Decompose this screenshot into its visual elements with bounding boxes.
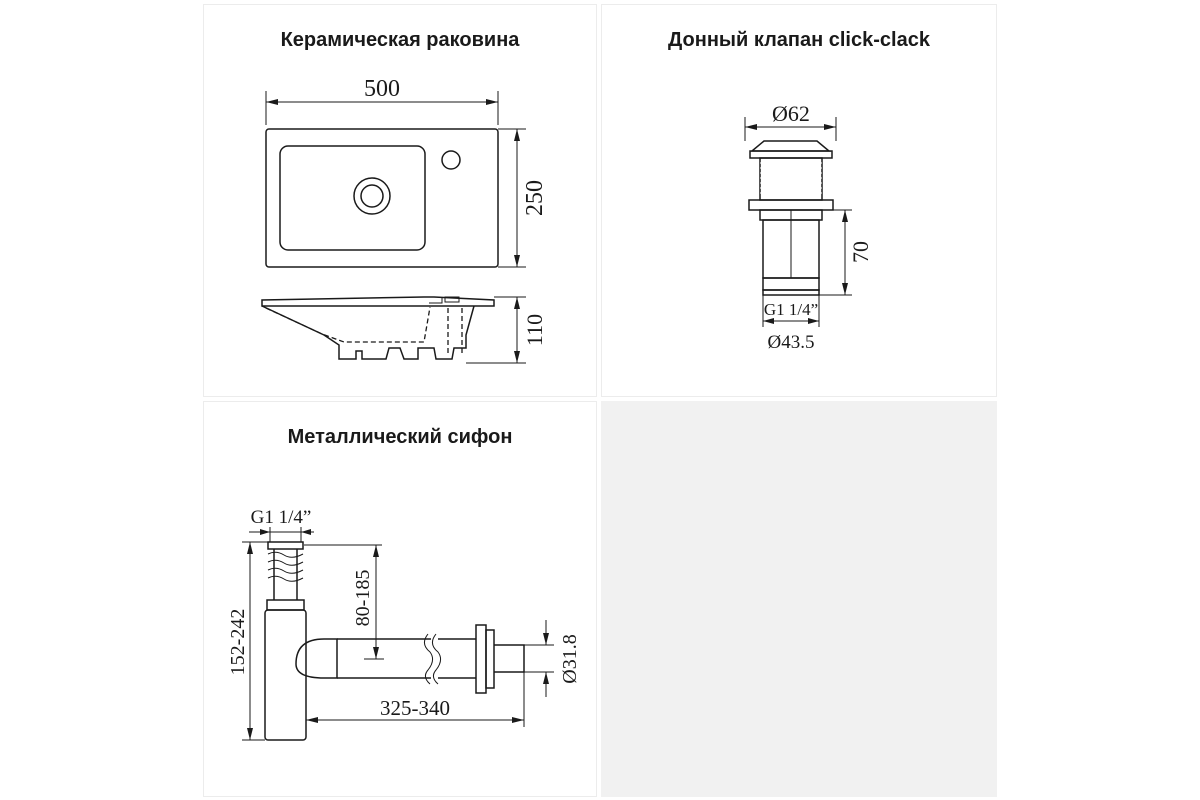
sink-height-dimension: 110 [466, 296, 547, 364]
sink-side-view [261, 296, 495, 360]
sink-width-label: 500 [364, 76, 400, 102]
valve-panel: Донный клапан click-clack Ø62 [601, 4, 997, 397]
sink-depth-dimension: 250 [498, 128, 548, 268]
sink-depth-label: 250 [522, 180, 548, 216]
valve-thread-dimension: G1 1/4” [762, 295, 820, 327]
sink-width-dimension: 500 [265, 76, 499, 125]
sink-panel-title: Керамическая раковина [280, 29, 520, 51]
empty-panel [601, 401, 997, 797]
valve-body [748, 140, 834, 296]
siphon-thread-dimension: G1 1/4” [249, 507, 314, 542]
siphon-outlet-diameter-label: Ø31.8 [559, 634, 581, 683]
siphon-thread-label: G1 1/4” [251, 507, 312, 528]
siphon-drawing: G1 1/4” [227, 507, 581, 741]
sink-top-view [265, 128, 499, 268]
siphon-total-height-dimension: 152-242 [227, 541, 268, 741]
sink-panel: Керамическая раковина 500 [203, 4, 597, 397]
siphon-outlet-diameter-dimension: Ø31.8 [524, 620, 581, 697]
valve-top-diameter-label: Ø62 [772, 101, 810, 126]
siphon-body [264, 541, 525, 741]
siphon-total-height-label: 152-242 [227, 609, 249, 676]
valve-panel-title: Донный клапан click-clack [668, 29, 930, 51]
siphon-length-dimension: 325-340 [305, 672, 525, 727]
siphon-panel: Металлический сифон G1 1/4” [203, 401, 597, 797]
valve-drawing: Ø62 [744, 101, 873, 353]
siphon-panel-title: Металлический сифон [287, 426, 513, 448]
valve-thread-label: G1 1/4” [764, 300, 818, 319]
valve-height-label: 70 [848, 241, 873, 263]
valve-top-diameter-dimension: Ø62 [744, 101, 837, 141]
siphon-inlet-height-label: 80-185 [352, 570, 374, 627]
sink-drawing: 500 250 [261, 76, 548, 364]
siphon-length-label: 325-340 [380, 696, 450, 720]
valve-height-dimension: 70 [819, 209, 873, 296]
siphon-inlet-height-dimension: 80-185 [304, 544, 384, 660]
valve-bottom-diameter-label: Ø43.5 [768, 332, 815, 353]
sink-height-label: 110 [522, 314, 547, 346]
